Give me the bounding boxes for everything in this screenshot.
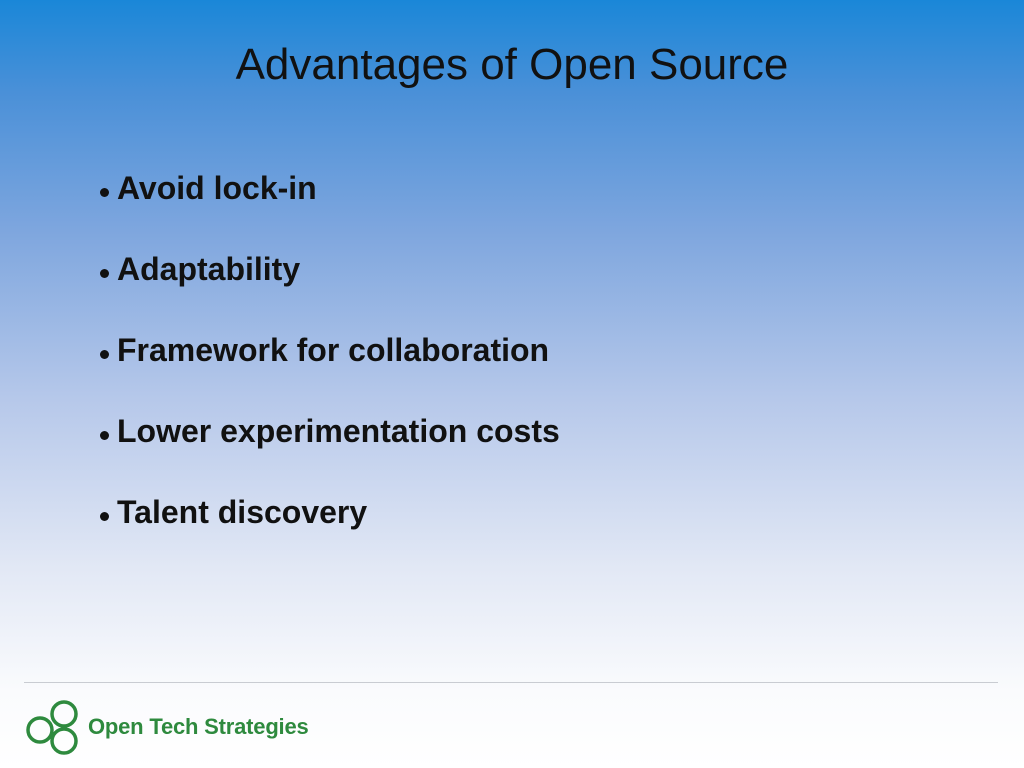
logo-text: Open Tech Strategies bbox=[88, 714, 309, 739]
bullet-text: Adaptability bbox=[117, 251, 301, 287]
bullet-item: Talent discovery bbox=[100, 490, 560, 571]
bullet-dot-icon bbox=[100, 188, 109, 198]
bullet-item: Lower experimentation costs bbox=[100, 409, 560, 490]
footer-logo: Open Tech Strategies bbox=[24, 696, 309, 758]
bullet-item: Adaptability bbox=[100, 247, 560, 328]
bullet-list: Avoid lock-in Adaptability Framework for… bbox=[100, 166, 560, 571]
bullet-item: Framework for collaboration bbox=[100, 328, 560, 409]
bullet-text: Avoid lock-in bbox=[117, 170, 317, 206]
bullet-dot-icon bbox=[100, 350, 109, 360]
bullet-dot-icon bbox=[100, 431, 109, 441]
bullet-item: Avoid lock-in bbox=[100, 166, 560, 247]
bullet-dot-icon bbox=[100, 269, 109, 279]
bullet-dot-icon bbox=[100, 512, 109, 522]
slide-title: Advantages of Open Source bbox=[235, 40, 789, 89]
footer-divider bbox=[24, 682, 998, 683]
three-rings-logo-icon bbox=[26, 700, 78, 755]
bullet-text: Talent discovery bbox=[117, 494, 368, 530]
bullet-text: Lower experimentation costs bbox=[117, 413, 560, 449]
bullet-text: Framework for collaboration bbox=[117, 332, 550, 368]
